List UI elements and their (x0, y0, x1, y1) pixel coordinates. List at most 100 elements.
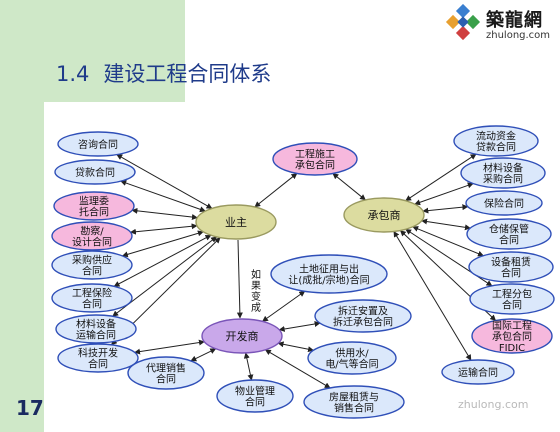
contract-node-n20: 供用水/电/气等合同 (307, 341, 397, 375)
contract-node-n1: 咨询合同 (57, 131, 139, 157)
watermark: zhulong.com (458, 398, 529, 411)
contract-node-n11-label: 采购合同 (483, 173, 523, 186)
edge-owner-n4 (129, 223, 198, 235)
edge-developer-n19 (278, 321, 321, 332)
edge-developer-n22 (243, 352, 254, 381)
contract-node-n17: 运输合同 (441, 359, 515, 385)
contract-node-n2: 贷款合同 (54, 159, 136, 185)
contract-node-n7-label: 运输合同 (76, 329, 116, 342)
contract-node-n2-label: 贷款合同 (75, 166, 115, 179)
contract-node-n9-label: 工程施工 (295, 148, 335, 161)
logo-mark-icon (445, 3, 481, 41)
contract-node-n13-label: 仓储保管 (489, 223, 529, 236)
contract-node-n23-label: 代理销售 (146, 362, 186, 375)
contract-node-n5-label: 采购供应 (72, 254, 112, 267)
contract-node-n10-label: 流动资金 (476, 130, 516, 143)
contract-node-n20-label: 电/气等合同 (325, 358, 378, 371)
contract-node-n8-label: 合同 (88, 358, 108, 371)
edge-owner-n9 (254, 173, 298, 208)
edge-owner-n5 (121, 230, 204, 258)
contract-node-n16-label: FIDIC (499, 343, 525, 354)
edge-contractor-n13 (421, 218, 471, 231)
page-title: 1.4 建设工程合同体系 (56, 58, 271, 88)
edge-owner-n2 (120, 180, 206, 213)
contract-node-n23-label: 合同 (156, 373, 176, 386)
edge-contractor-n12 (422, 204, 469, 214)
contract-node-n7-label: 材料设备 (76, 318, 116, 331)
contract-node-n5-label: 合同 (82, 265, 102, 278)
title-text: 建设工程合同体系 (103, 62, 272, 86)
hub-owner: 业主 (195, 204, 277, 240)
contract-node-n20-label: 供用水/ (335, 347, 369, 360)
contract-node-n21-label: 房屋租赁与 (329, 391, 379, 404)
contract-node-n18-label: 土地征用与出 (299, 263, 359, 276)
contract-node-n10-label: 贷款合同 (476, 141, 516, 154)
hub-owner-label: 业主 (225, 216, 247, 229)
contract-node-n6-label: 合同 (82, 298, 102, 311)
edge-developer-n23 (190, 348, 217, 362)
contract-node-n19-label: 拆迁承包合同 (333, 316, 393, 329)
contract-node-n19-label: 拆迁安置及 (338, 305, 388, 318)
contract-node-n4-label: 勘察/ (80, 225, 104, 238)
hub-developer: 开发商 (201, 318, 283, 354)
contract-node-n4-label: 设计合同 (72, 236, 112, 249)
contract-node-n8-label: 科技开发 (78, 347, 118, 360)
contract-node-n16-label: 国际工程 (492, 320, 532, 332)
contract-node-n9-label: 承包合同 (295, 159, 335, 172)
hub-developer-label: 开发商 (226, 329, 259, 343)
logo-name: 築龍網 (486, 10, 543, 31)
title-number: 1.4 (56, 62, 90, 86)
zhulong-logo: 築龍網 zhulong.com (444, 3, 556, 46)
edge-contractor-n17 (393, 230, 472, 361)
edge-developer-n18 (261, 290, 306, 322)
contract-node-n15-label: 工程分包 (492, 288, 532, 301)
edge-owner-n3 (131, 207, 198, 221)
edge-developer-n21 (264, 349, 331, 389)
contract-node-n12: 保险合同 (465, 190, 543, 216)
contract-node-n1-label: 咨询合同 (78, 138, 118, 151)
edge-owner-developer (236, 239, 243, 319)
contract-node-n6-label: 工程保险 (72, 287, 112, 300)
contract-node-n18-label: 让(成批/宗地)合同 (288, 274, 369, 287)
contract-node-n21-label: 销售合同 (334, 402, 374, 415)
contract-node-n11-label: 材料设备 (483, 162, 523, 175)
contract-node-n3-label: 托合同 (79, 206, 109, 219)
contract-node-n13-label: 合同 (499, 234, 519, 247)
edge-contractor-n11 (414, 182, 474, 206)
contract-node-n17-label: 运输合同 (458, 366, 498, 379)
header-white-area (185, 0, 560, 102)
contract-node-n22-label: 合同 (245, 396, 265, 409)
page-number: 17 (16, 396, 44, 420)
hub-contractor-label: 承包商 (368, 208, 401, 222)
contract-node-n15-label: 合同 (502, 299, 522, 312)
hub-contractor: 承包商 (343, 197, 425, 233)
contract-node-n14-label: 设备租赁 (491, 256, 531, 269)
contract-node-n4: 勘察/设计合同 (51, 221, 133, 251)
contract-node-n22-label: 物业管理 (235, 385, 275, 398)
contract-node-n14-label: 合同 (501, 267, 521, 280)
edges-layer: 如果变成 (110, 153, 497, 389)
edge-developer-n8 (134, 339, 205, 355)
contract-node-n12-label: 保险合同 (484, 197, 524, 210)
contract-node-n16-label: 承包合同 (492, 330, 532, 343)
owner-to-developer-label: 如果变成 (251, 268, 261, 314)
